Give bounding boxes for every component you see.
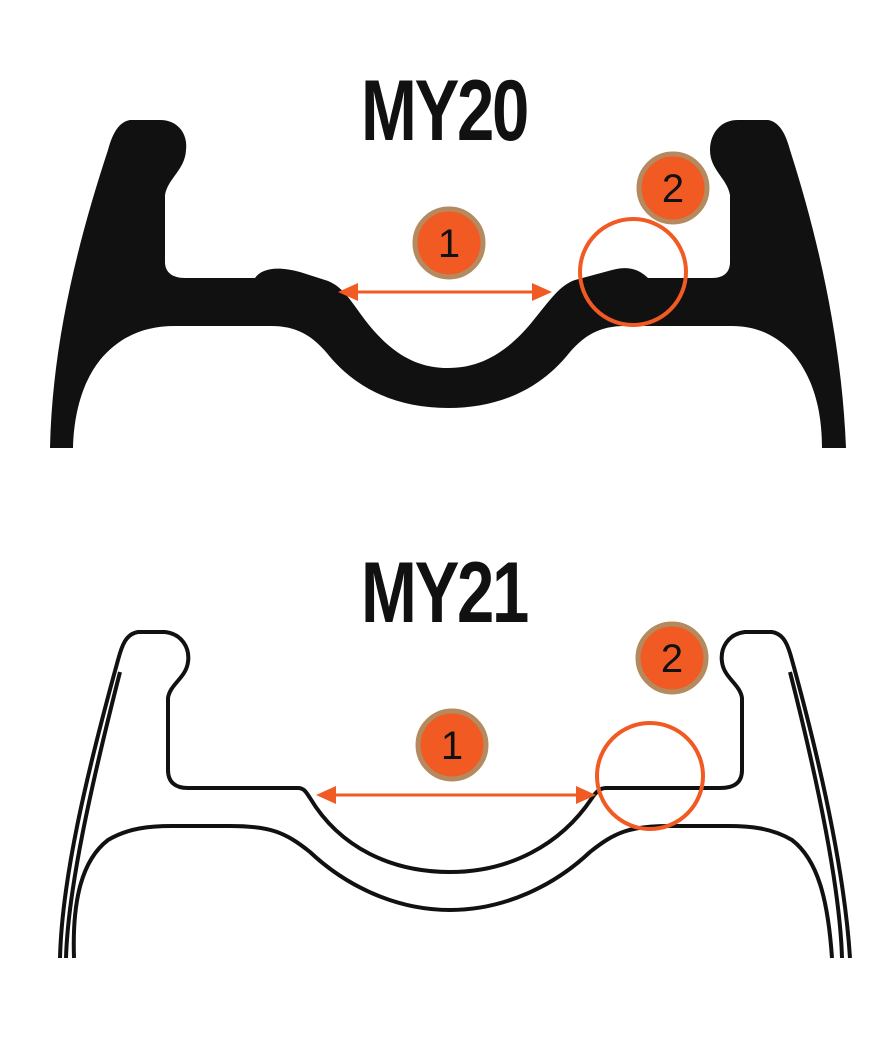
my21-highlight-circle bbox=[595, 721, 705, 831]
my20-section: MY20 1 2 bbox=[0, 0, 888, 470]
my20-badge-2-label: 2 bbox=[662, 167, 684, 211]
my20-highlight-circle bbox=[578, 217, 688, 327]
my20-rim-profile bbox=[50, 120, 846, 448]
my21-rim-profile bbox=[58, 630, 852, 959]
my20-badge-1: 1 bbox=[412, 206, 486, 280]
my21-badge-2-label: 2 bbox=[661, 637, 683, 681]
my21-title: MY21 bbox=[361, 545, 529, 641]
my20-badge-2: 2 bbox=[636, 151, 710, 225]
my20-width-arrow bbox=[338, 283, 552, 301]
my20-diagram: 1 2 bbox=[50, 120, 846, 448]
my21-badge-1-label: 1 bbox=[441, 724, 463, 768]
my21-badge-1: 1 bbox=[415, 708, 489, 782]
my20-badge-1-label: 1 bbox=[438, 222, 460, 266]
my21-badge-2: 2 bbox=[635, 621, 709, 695]
my20-title: MY20 bbox=[361, 63, 529, 159]
my21-width-arrow bbox=[316, 786, 596, 804]
